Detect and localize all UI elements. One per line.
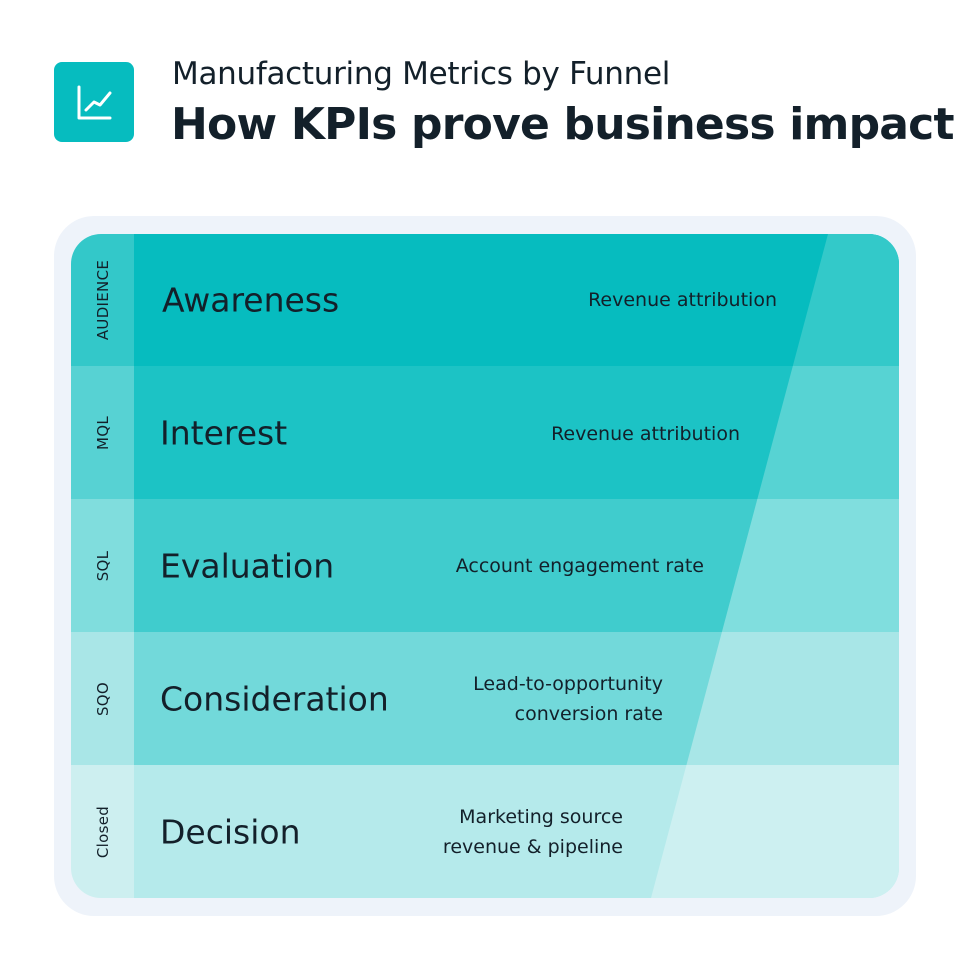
funnel-slant-overlay xyxy=(651,234,899,898)
stage-name: Decision xyxy=(160,812,301,852)
stage-name: Awareness xyxy=(162,280,340,320)
funnel-row-awareness: AUDIENCE xyxy=(71,234,899,366)
kpi-metric-line: Lead-to-opportunity xyxy=(473,673,663,695)
kpi-metric-line: Marketing source xyxy=(459,806,623,828)
funnel-panel: AUDIENCE MQL SQL SQO Closed Awareness In xyxy=(71,234,899,898)
row-label-cell: AUDIENCE xyxy=(71,234,134,366)
kpi-metric-line: conversion rate xyxy=(514,703,663,725)
page-title: How KPIs prove business impact xyxy=(171,99,955,150)
kpi-metric-line: Revenue attribution xyxy=(588,289,777,311)
row-label-cell: SQO xyxy=(71,632,134,765)
row-main-cell xyxy=(134,234,899,366)
kpi-metric-line: Revenue attribution xyxy=(551,423,740,445)
stage-name: Consideration xyxy=(160,679,389,719)
kpi-metric-line: revenue & pipeline xyxy=(442,836,623,858)
page-subtitle: Manufacturing Metrics by Funnel xyxy=(172,56,671,92)
stage-name: Evaluation xyxy=(160,546,335,586)
row-label-cell: MQL xyxy=(71,366,134,499)
row-label-cell: Closed xyxy=(71,765,134,898)
kpi-metric: Revenue attribution xyxy=(588,285,777,315)
line-chart-icon xyxy=(77,85,112,120)
kpi-metric: Lead-to-opportunity conversion rate xyxy=(473,669,663,729)
kpi-metric: Account engagement rate xyxy=(456,551,704,581)
kpi-metric-line: Account engagement rate xyxy=(455,555,704,577)
kpi-metric: Revenue attribution xyxy=(551,419,740,449)
stage-name: Interest xyxy=(160,413,288,453)
row-label-cell: SQL xyxy=(71,499,134,632)
logo-badge xyxy=(54,62,134,142)
kpi-metric: Marketing source revenue & pipeline xyxy=(443,802,623,862)
